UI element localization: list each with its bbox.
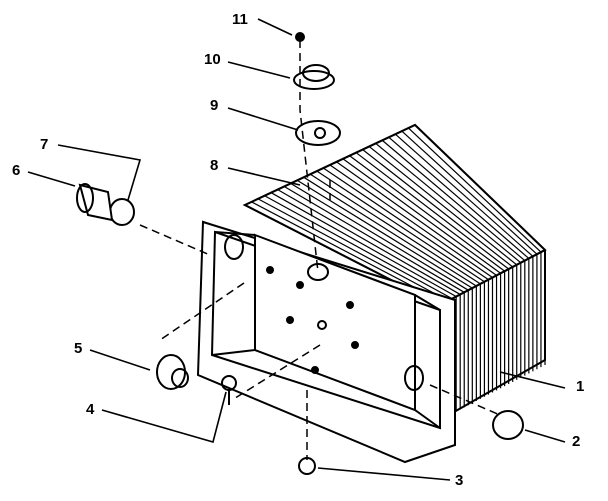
front-flange — [196, 220, 456, 464]
fin-line — [414, 124, 546, 251]
callout-3: 3 — [455, 472, 464, 489]
fin-line — [408, 127, 542, 253]
part-5-cover-plate — [156, 354, 189, 390]
part-4-plug — [221, 375, 237, 405]
leader-lines — [27, 18, 566, 481]
fin-line — [342, 158, 501, 274]
callout-1: 1 — [576, 378, 585, 395]
part-7-gasket-ring — [109, 198, 135, 226]
fin-line — [329, 164, 493, 278]
fin-line — [355, 152, 510, 270]
callout-7: 7 — [40, 136, 49, 153]
callout-2: 2 — [572, 433, 581, 450]
fin-line — [381, 139, 526, 262]
callout-8: 8 — [210, 157, 219, 174]
fin-line — [401, 130, 538, 255]
fin-line — [349, 155, 505, 272]
part-3-plug — [298, 457, 316, 475]
callout-4: 4 — [86, 401, 95, 418]
heat-exchanger — [242, 123, 547, 422]
callout-10: 10 — [204, 51, 221, 68]
assembly-lines — [139, 40, 501, 460]
fin-line — [368, 146, 518, 266]
fin-line — [323, 167, 489, 281]
fin-line — [336, 161, 497, 276]
fin-line — [264, 195, 453, 300]
fin-line — [388, 136, 530, 259]
fin-line — [394, 133, 534, 257]
fin-line — [290, 182, 469, 291]
fin-line — [257, 198, 449, 302]
fin-line — [283, 186, 465, 293]
fin-line — [316, 170, 485, 283]
part-2-cap — [492, 410, 524, 440]
fin-line — [296, 179, 473, 289]
fin-line — [310, 173, 481, 285]
callout-9: 9 — [210, 97, 219, 114]
callout-6: 6 — [12, 162, 21, 179]
fin-line — [277, 189, 461, 295]
part-10-collar — [293, 64, 335, 90]
callout-5: 5 — [74, 340, 83, 357]
fin-line — [362, 149, 514, 268]
part-6-fitting — [76, 183, 114, 222]
part-11-nut — [295, 32, 305, 42]
fin-line — [270, 192, 457, 298]
fin-line — [375, 142, 522, 264]
part-9-gasket — [295, 120, 341, 146]
callout-11: 11 — [232, 11, 248, 28]
fin-line — [303, 176, 477, 287]
